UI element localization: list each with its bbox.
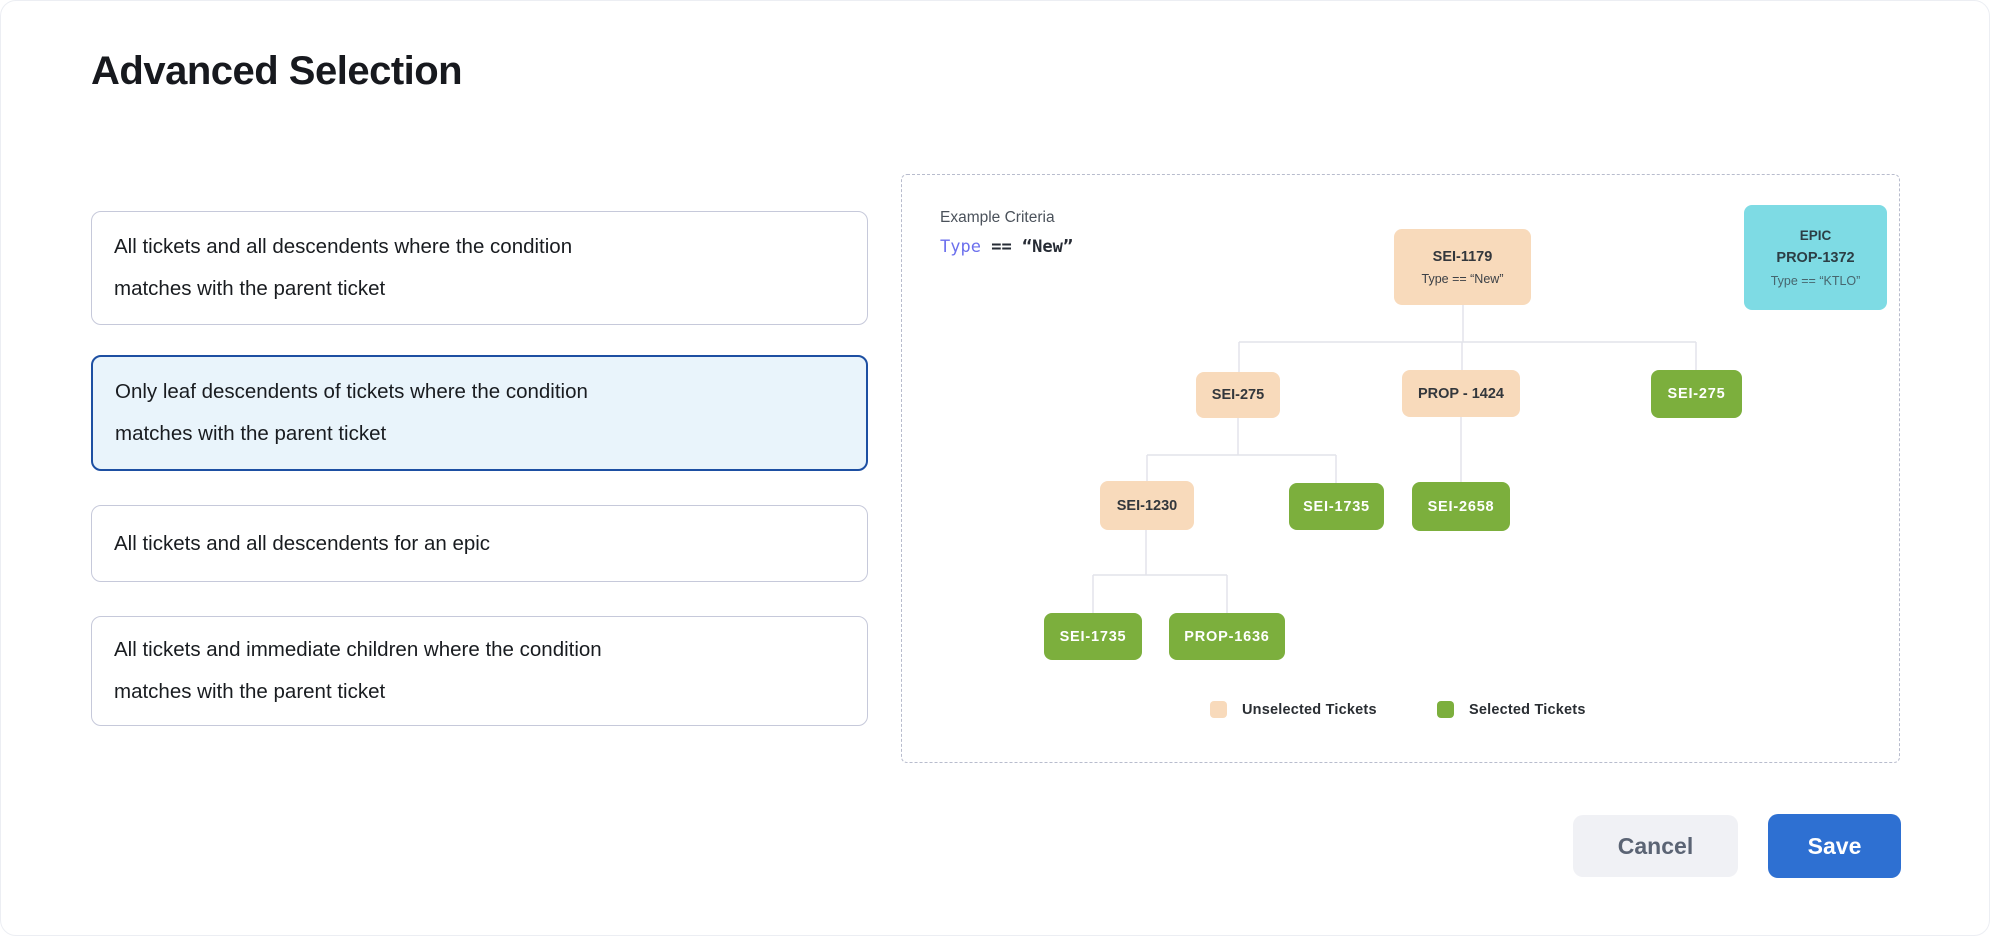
ticket-id: PROP - 1424 (1418, 385, 1504, 402)
option-card-epic-descendents[interactable]: All tickets and all descendents for an e… (91, 505, 868, 582)
tree-node-sei-2658: SEI-2658 (1412, 482, 1510, 531)
tree-connector-lines (1092, 305, 1697, 613)
epic-condition: Type == “KTLO” (1770, 273, 1861, 288)
tree-node-prop-1424: PROP - 1424 (1402, 370, 1520, 417)
tree-node-sei-1179: SEI-1179 Type == “New” (1394, 229, 1531, 305)
option-card-immediate-children[interactable]: All tickets and immediate children where… (91, 616, 868, 726)
tree-node-sei-275-selected: SEI-275 (1651, 370, 1742, 418)
option-card-leaf-descendents[interactable]: Only leaf descendents of tickets where t… (91, 355, 868, 471)
ticket-id: SEI-275 (1667, 386, 1726, 402)
legend-selected: Selected Tickets (1437, 701, 1586, 718)
ticket-id: SEI-1179 (1432, 248, 1493, 265)
cancel-button[interactable]: Cancel (1573, 815, 1738, 877)
ticket-id: SEI-275 (1211, 387, 1265, 403)
option-label: All tickets and immediate children where… (114, 638, 602, 703)
example-criteria-code: Type == “New” (940, 237, 1073, 257)
ticket-id: SEI-1735 (1059, 628, 1127, 645)
legend-label: Selected Tickets (1469, 701, 1586, 718)
epic-card: EPIC PROP-1372 Type == “KTLO” (1744, 205, 1887, 310)
criteria-field: Type (940, 237, 981, 257)
ticket-id: SEI-1735 (1303, 498, 1370, 515)
epic-ticket-id: PROP-1372 (1776, 249, 1855, 266)
epic-label: EPIC (1799, 227, 1832, 243)
criteria-operator: == (991, 237, 1012, 257)
tree-node-prop-1636: PROP-1636 (1169, 613, 1285, 660)
save-button[interactable]: Save (1768, 814, 1901, 878)
option-card-all-descendents[interactable]: All tickets and all descendents where th… (91, 211, 868, 325)
example-criteria-heading: Example Criteria (940, 209, 1055, 226)
selected-swatch (1437, 701, 1454, 718)
ticket-id: SEI-1230 (1116, 497, 1178, 514)
legend-unselected: Unselected Tickets (1210, 701, 1377, 718)
tree-node-sei-1735: SEI-1735 (1289, 483, 1384, 530)
page-title: Advanced Selection (91, 49, 463, 93)
tree-node-sei-1735-leaf: SEI-1735 (1044, 613, 1142, 660)
ticket-id: SEI-2658 (1427, 498, 1495, 515)
ticket-id: PROP-1636 (1184, 628, 1270, 645)
tree-node-sei-1230: SEI-1230 (1100, 481, 1194, 530)
option-label: All tickets and all descendents where th… (114, 235, 573, 300)
option-label: All tickets and all descendents for an e… (114, 531, 491, 555)
option-label: Only leaf descendents of tickets where t… (115, 380, 588, 445)
unselected-swatch (1210, 701, 1227, 718)
ticket-condition: Type == “New” (1421, 271, 1504, 286)
legend-label: Unselected Tickets (1242, 701, 1377, 718)
criteria-value: “New” (1021, 237, 1074, 257)
example-panel: Example Criteria Type == “New” (901, 174, 1900, 763)
tree-node-sei-275: SEI-275 (1196, 372, 1280, 418)
